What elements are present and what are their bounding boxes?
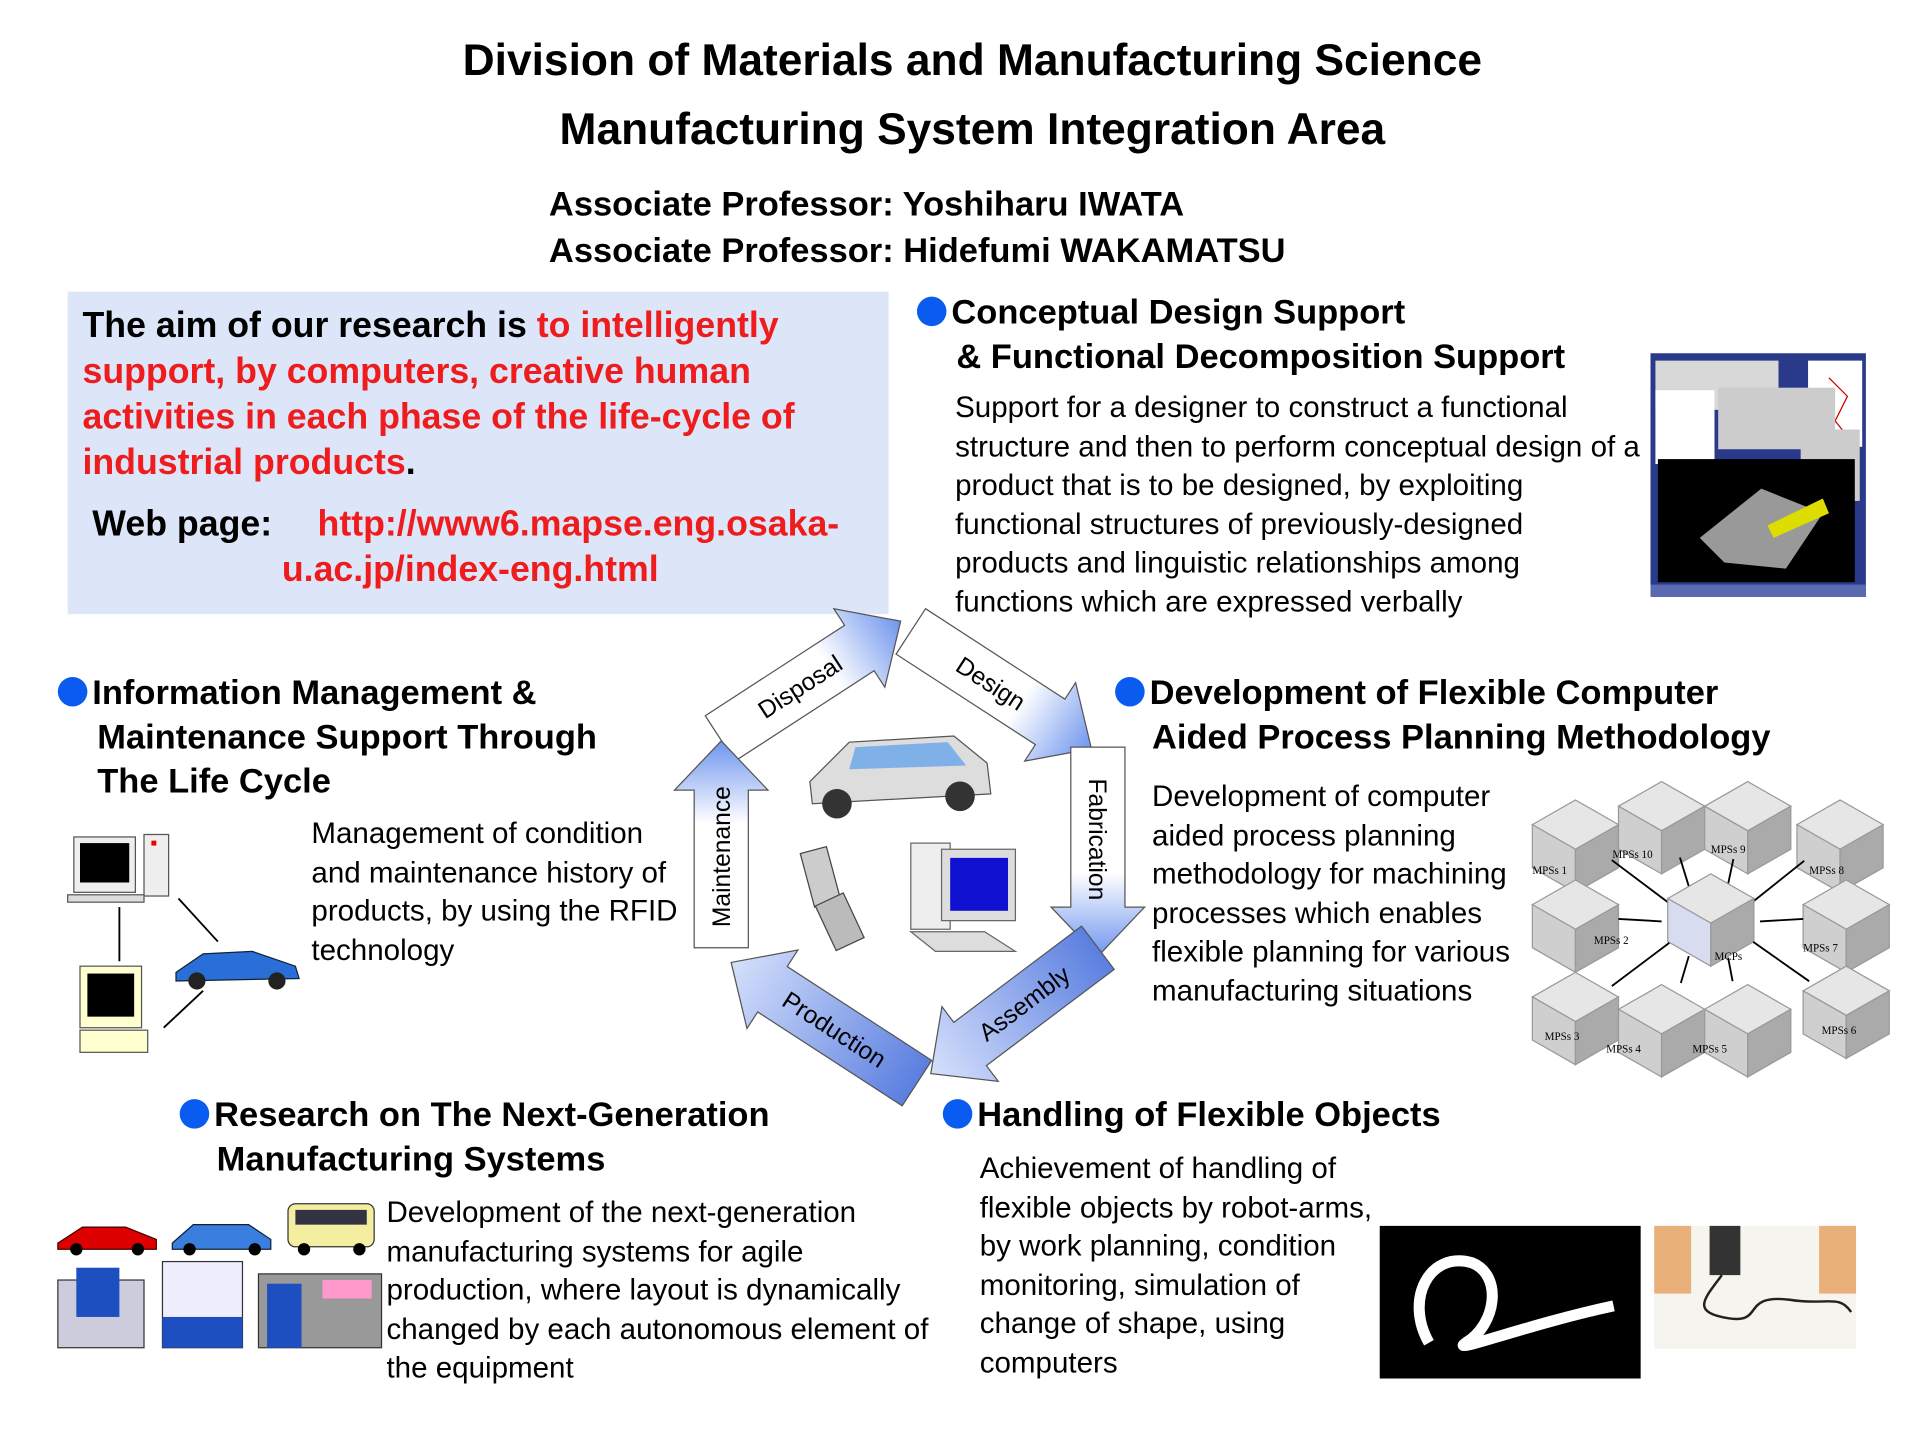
- aim-highlight: to intelligently support, by computers, …: [82, 306, 795, 483]
- conceptual-title-2: & Functional Decomposition Support: [956, 337, 1566, 376]
- aim-intro: The aim of our research is: [82, 306, 537, 346]
- title-line-1: Division of Materials and Manufacturing …: [462, 34, 1482, 85]
- yellow-van-icon: [287, 1203, 375, 1256]
- mps-label: MPSs 1: [1532, 865, 1567, 877]
- mps-block: [1531, 799, 1620, 894]
- mps-label: MPSs 2: [1594, 935, 1629, 947]
- rfid-network-illustration: [67, 833, 300, 1053]
- mps-arrow: [1751, 860, 1805, 904]
- car-illustration: [809, 735, 992, 819]
- blue-car-icon: [171, 1224, 272, 1256]
- mps-block: [1801, 965, 1891, 1060]
- bullet-icon: [179, 1099, 210, 1129]
- mps-block: [1703, 983, 1793, 1079]
- bullet-icon: [1115, 676, 1145, 707]
- mps-label: MPSs 5: [1692, 1043, 1727, 1055]
- mps-block: [1795, 799, 1885, 894]
- mps-label: MPSs 7: [1803, 942, 1838, 954]
- professor-1: Associate Professor: Yoshiharu IWATA: [548, 184, 1185, 223]
- cycle-label: Maintenance: [709, 786, 736, 927]
- aim-text: The aim of our research is to intelligen…: [82, 304, 882, 486]
- mps-arrow: [1611, 942, 1670, 987]
- conceptual-body: Support for a designer to construct a fu…: [955, 391, 1640, 619]
- mps-label: MPSs 10: [1612, 849, 1653, 861]
- bullet-icon: [57, 676, 88, 707]
- title-line-2: Manufacturing System Integration Area: [559, 103, 1386, 154]
- red-car-icon: [57, 1226, 157, 1256]
- bullet-icon: [942, 1099, 973, 1129]
- flexible-body: Achievement of handling of flexible obje…: [979, 1152, 1373, 1380]
- nextgen-title-1: Research on The Next-Generation: [214, 1095, 770, 1134]
- cycle-arrow-fabrication: Fabrication: [1049, 746, 1147, 958]
- terminal-computer-icon: [79, 965, 149, 1053]
- flexible-title-1: Handling of Flexible Objects: [977, 1095, 1441, 1134]
- mps-block: [1531, 879, 1620, 974]
- mps-block: [1666, 873, 1756, 968]
- mps-label: MPSs 4: [1606, 1043, 1641, 1055]
- mps-block: [1531, 971, 1620, 1066]
- bullet-icon: [916, 296, 947, 327]
- nextgen-title-2: Manufacturing Systems: [216, 1139, 606, 1178]
- info-title-1: Information Management &: [92, 673, 537, 712]
- web-url-1[interactable]: http://www6.mapse.eng.osaka-: [317, 504, 840, 545]
- mps-block: [1801, 879, 1891, 974]
- web-url-2[interactable]: u.ac.jp/index-eng.html: [281, 550, 659, 590]
- mps-arrow: [1679, 955, 1690, 984]
- mps-arrow: [1752, 941, 1810, 982]
- info-title: Information Management & Maintenance Supp…: [57, 671, 597, 804]
- mps-label: MCPs: [1715, 951, 1743, 963]
- web-label: Web page:: [92, 504, 273, 545]
- mps-label: MPSs 9: [1711, 844, 1746, 856]
- capp-body: Development of computer aided process pl…: [1152, 780, 1510, 1008]
- professor-2: Associate Professor: Hidefumi WAKAMATSU: [548, 231, 1286, 270]
- mps-label: MPSs 3: [1545, 1031, 1580, 1043]
- cycle-arrow-production: Production: [730, 949, 933, 1107]
- car-icon: [175, 950, 300, 990]
- design-software-screenshot: [1650, 353, 1866, 597]
- info-title-2: Maintenance Support Through: [97, 717, 597, 756]
- mps-label: MPSs 6: [1822, 1025, 1857, 1037]
- mps-arrow: [1727, 957, 1734, 982]
- info-body: Management of condition and maintenance …: [311, 817, 678, 967]
- mobile-phone-icon: [799, 845, 865, 952]
- conceptual-title-1: Conceptual Design Support: [951, 292, 1406, 332]
- capp-title-2: Aided Process Planning Methodology: [1152, 717, 1771, 756]
- nextgen-body: Development of the next-generation manuf…: [386, 1196, 929, 1385]
- mps-label: MPSs 8: [1809, 865, 1844, 877]
- mps-arrow: [1759, 917, 1804, 923]
- mps-arrow: [1611, 859, 1670, 905]
- mps-block: [1703, 780, 1793, 875]
- mps-block: [1617, 983, 1706, 1079]
- capp-title-1: Development of Flexible Computer: [1149, 673, 1719, 712]
- desktop-computer-icon: [67, 833, 170, 903]
- rope-simulation-image: [1379, 1225, 1641, 1379]
- robot-arm-photo: [1654, 1225, 1857, 1349]
- aim-end: .: [405, 443, 416, 483]
- aim-box: The aim of our research is to intelligen…: [67, 291, 889, 615]
- machine-tool-icon: [57, 1260, 383, 1349]
- cycle-arrow-maintenance: Maintenance: [673, 740, 770, 949]
- conceptual-title: Conceptual Design Support & Functional De…: [916, 290, 1566, 379]
- mps-arrow: [1679, 857, 1691, 890]
- cycle-label: Fabrication: [1083, 779, 1110, 901]
- pc-icon: [909, 842, 1018, 953]
- manufacturing-illustration: [57, 1203, 383, 1349]
- info-title-3: The Life Cycle: [97, 761, 331, 801]
- flexible-title: Handling of Flexible Objects: [942, 1093, 1441, 1137]
- mps-arrow: [1618, 917, 1662, 923]
